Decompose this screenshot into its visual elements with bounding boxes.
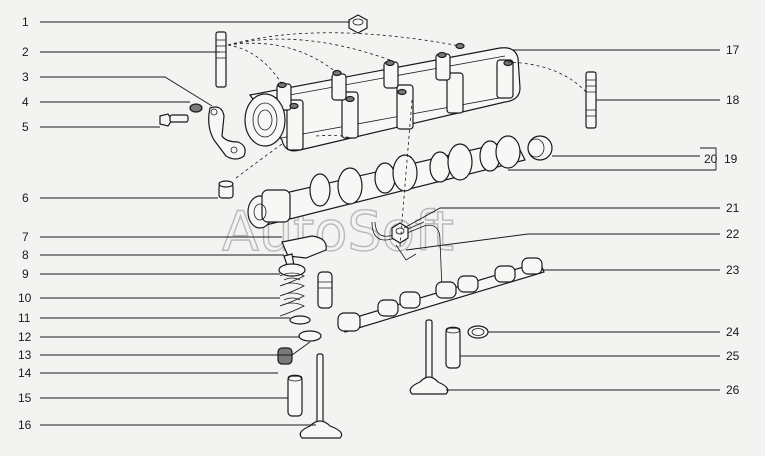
- callout-12: 12: [18, 330, 32, 344]
- callout-15: 15: [18, 391, 32, 405]
- callout-24: 24: [726, 325, 740, 339]
- valve-spring: [279, 272, 305, 317]
- hydraulic-tappet: [317, 271, 333, 309]
- callout-10: 10: [18, 291, 32, 305]
- long-stud: [585, 71, 597, 129]
- tube-nut: [391, 222, 409, 244]
- leader-lines: [40, 21, 720, 426]
- intake-valve: [409, 319, 449, 395]
- rocker-arm: [281, 235, 327, 259]
- callout-8: 8: [22, 248, 29, 262]
- callout-14: 14: [18, 366, 32, 380]
- camshaft: [247, 135, 526, 229]
- labels-right: 17 18 20 19 21 22 23 24 25 26: [704, 43, 740, 397]
- nut: [348, 14, 368, 34]
- callout-16: 16: [18, 418, 32, 432]
- plug: [527, 135, 553, 161]
- inner-spring: [289, 315, 311, 325]
- valve-seal: [277, 347, 293, 365]
- assembly-arrows: [227, 32, 587, 247]
- housing-stud: [215, 31, 227, 88]
- camshaft-housing: [244, 42, 521, 152]
- callout-4: 4: [22, 95, 29, 109]
- callout-5: 5: [22, 120, 29, 134]
- bracket: [208, 106, 246, 160]
- callout-11: 11: [18, 311, 31, 325]
- callout-17: 17: [726, 43, 740, 57]
- callout-26: 26: [726, 383, 740, 397]
- spring-retainer: [278, 263, 306, 277]
- valve-guide: [287, 374, 303, 417]
- labels-left: 1 2 3 4 5 6 7 8 9 10 11 12 13 14 15 16: [18, 15, 32, 432]
- bushing: [218, 180, 234, 199]
- callout-2: 2: [22, 45, 29, 59]
- callout-22: 22: [726, 227, 740, 241]
- seal-ring: [467, 325, 489, 339]
- callout-25: 25: [726, 349, 740, 363]
- callout-20: 20: [704, 152, 718, 166]
- callout-19: 19: [724, 152, 738, 166]
- callout-18: 18: [726, 93, 740, 107]
- callout-1: 1: [22, 15, 29, 29]
- callout-13: 13: [18, 348, 32, 362]
- callout-9: 9: [22, 267, 29, 281]
- bolt: [159, 113, 189, 127]
- rocker-assembly: [337, 257, 545, 333]
- intake-guide: [445, 326, 461, 369]
- spring-washer: [298, 330, 322, 342]
- washer: [189, 103, 203, 113]
- callout-6: 6: [22, 191, 29, 205]
- exhaust-valve: [299, 353, 343, 439]
- callout-21: 21: [726, 201, 740, 215]
- tube-fitting: [395, 244, 417, 261]
- callout-23: 23: [726, 263, 740, 277]
- callout-3: 3: [22, 70, 29, 84]
- callout-7: 7: [22, 230, 29, 244]
